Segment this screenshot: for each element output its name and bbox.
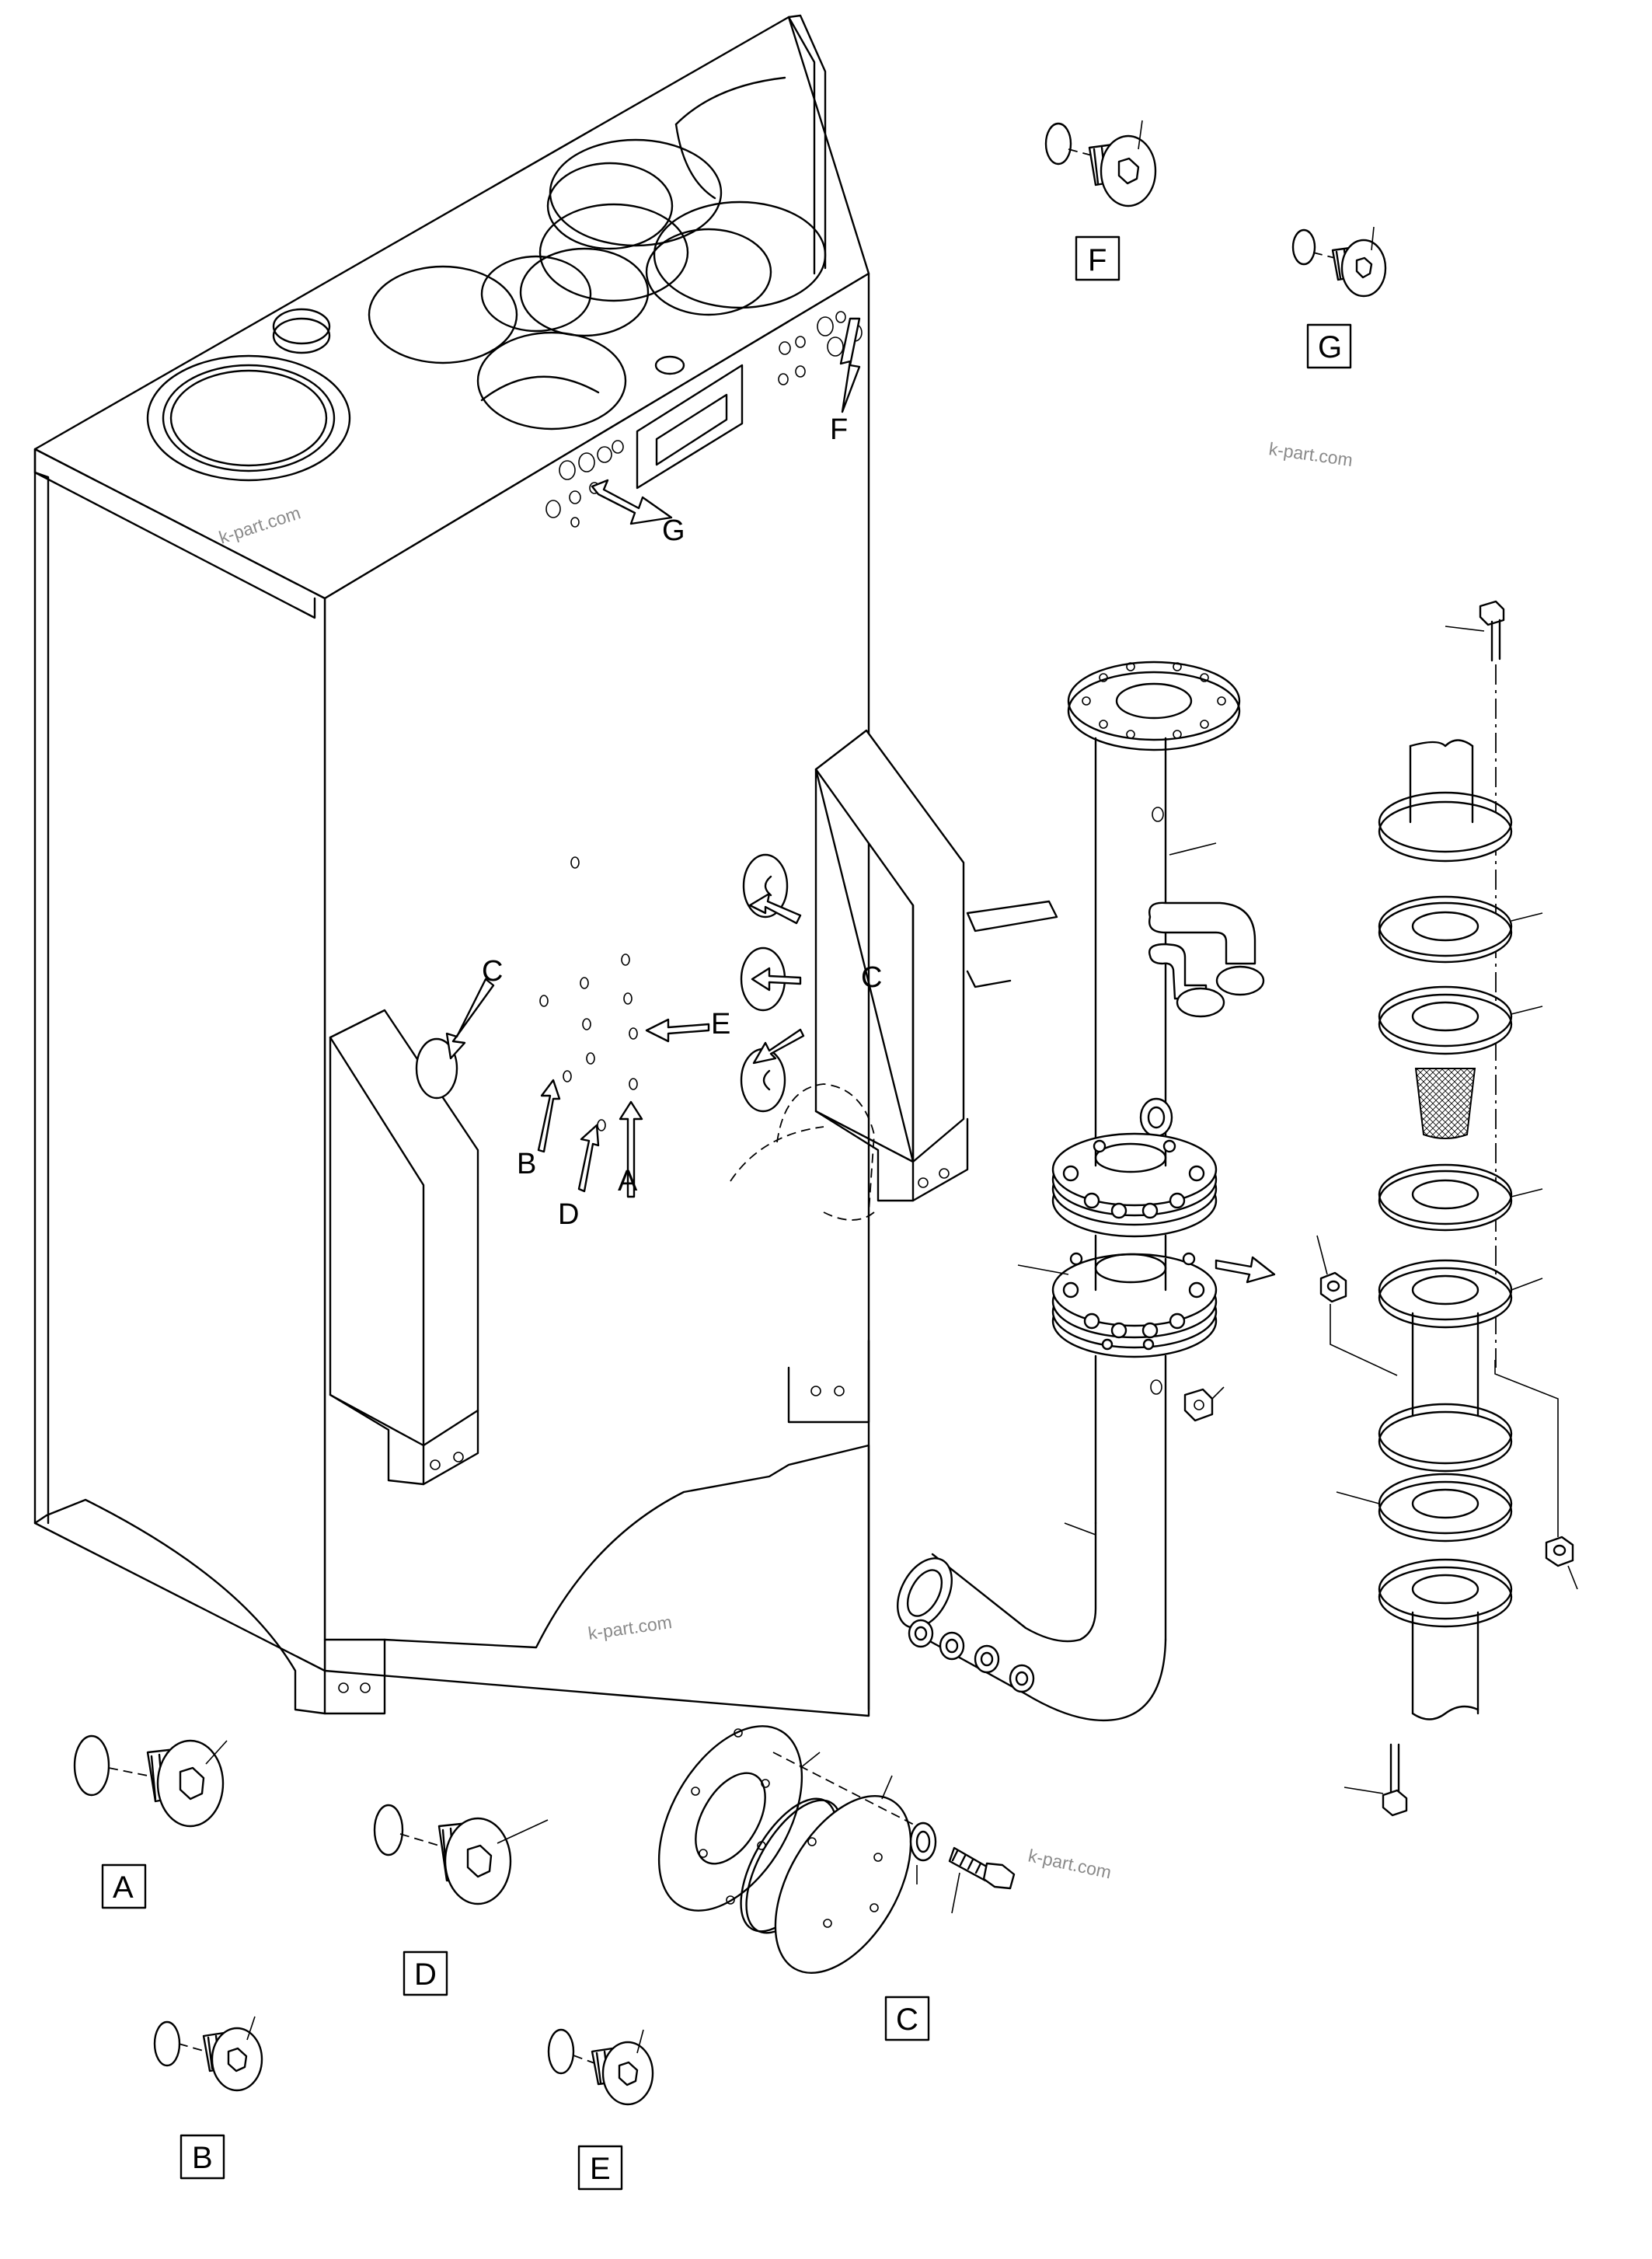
vertical-pipe-assembly <box>897 661 1276 1722</box>
plug-detail-g <box>1291 226 1387 298</box>
strainer-exploded-stack <box>1316 600 1578 1817</box>
callout-g: G <box>662 514 685 547</box>
strainer-mesh <box>1414 1068 1476 1139</box>
top-inspection-cover <box>146 354 351 482</box>
tank-body <box>33 14 870 1717</box>
middle-flange-bolts <box>1062 1139 1205 1219</box>
plug-detail-b <box>153 2016 263 2092</box>
callout-e: E <box>711 1008 730 1041</box>
right-duct-bracket <box>730 729 1058 1221</box>
plug-detail-a <box>73 1734 228 1828</box>
top-rect-flange <box>636 355 744 490</box>
cover-detail-c <box>657 1725 1016 1974</box>
detail-label-b: B <box>192 2141 213 2175</box>
detail-label-a: A <box>113 1870 134 1905</box>
callout-c-right: C <box>861 961 882 994</box>
detail-label-e: E <box>590 2152 611 2186</box>
plug-detail-f <box>1044 120 1157 207</box>
watermark: k-part.com <box>1267 438 1354 470</box>
callout-labels: G F C C E B D A <box>482 413 882 1231</box>
left-duct-bracket <box>329 1009 479 1486</box>
callout-d: D <box>558 1198 579 1231</box>
top-small-cover <box>272 308 331 354</box>
elbow-side-ports <box>908 1619 1035 1693</box>
holes-side <box>539 856 638 1131</box>
detail-label-d: D <box>414 1957 437 1992</box>
callout-b: B <box>517 1148 536 1180</box>
callout-arrows <box>445 317 861 1198</box>
lower-flange-bolts <box>1062 1252 1205 1351</box>
watermark: k-part.com <box>1026 1845 1114 1882</box>
detail-label-f: F <box>1088 243 1107 277</box>
plug-detail-d <box>373 1804 549 1905</box>
top-flange-bolt-holes <box>1082 662 1226 739</box>
detail-label-g: G <box>1318 330 1342 364</box>
detail-label-c: C <box>896 2003 918 2037</box>
callout-a: A <box>618 1165 638 1197</box>
callout-f: F <box>830 413 848 446</box>
callout-c-left: C <box>482 955 503 988</box>
top-openings <box>368 138 827 431</box>
plug-detail-e <box>547 2028 654 2106</box>
detail-labels: F G A D C B E <box>101 235 1352 2191</box>
